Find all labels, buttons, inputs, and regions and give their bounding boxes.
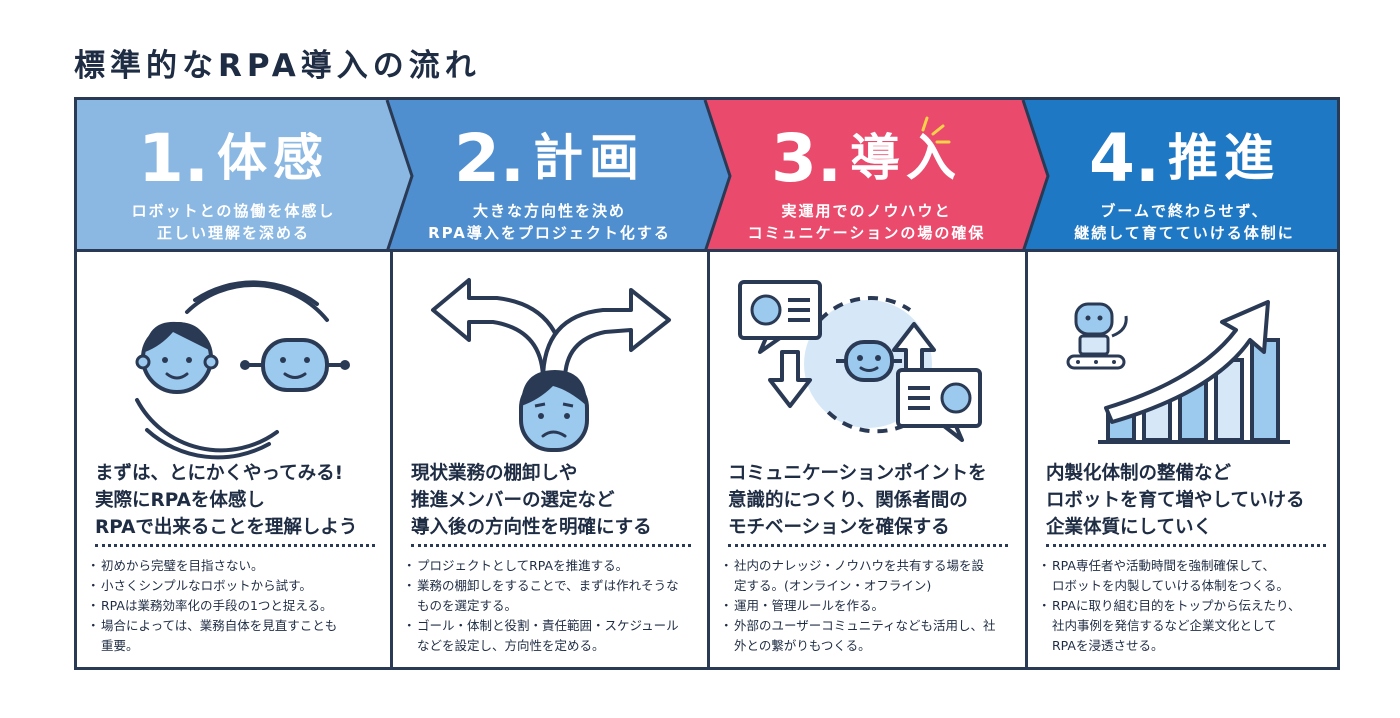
step-2-headline: 現状業務の棚卸しや 推進メンバーの選定など 導入後の方向性を明確にする: [411, 463, 652, 538]
column-divider-2: [707, 252, 710, 667]
step-1-number: 1: [137, 120, 184, 197]
step-3-illustration: [738, 280, 982, 442]
list-item: RPA専任者や活動時間を強制確保して、 ロボットを内製していける体制をつくる。: [1038, 556, 1336, 596]
step-4-illustration: [1066, 300, 1290, 444]
step-4-number: 4: [1088, 120, 1135, 197]
step-4: 4.推進 ブームで終わらせず、 継続して育てていける体制に: [1028, 100, 1341, 667]
step-3-number: 3: [770, 120, 817, 197]
page-title: 標準的なRPA導入の流れ: [74, 48, 481, 84]
growth-chart-icon: [1098, 338, 1290, 444]
step-2: 2.計画 大きな方向性を決め RPA導入をプロジェクト化する 現状業務の棚卸しや: [393, 100, 706, 667]
dotted-separator: [1046, 544, 1326, 547]
step-1-subtitle: ロボットとの協働を体感し 正しい理解を深める: [131, 202, 336, 242]
robot-face-icon: [240, 338, 350, 392]
list-item: 場合によっては、業務自体を見直すことも 重要。: [87, 616, 385, 656]
chat-bubble-icon: [896, 368, 982, 442]
step-1-heading: 1.体感: [137, 120, 329, 197]
step-2-subtitle: 大きな方向性を決め RPA導入をプロジェクト化する: [428, 202, 671, 242]
cycle-arrows-icon: [185, 283, 329, 322]
step-2-illustration: [431, 278, 671, 452]
step-1-headline: まずは、とにかくやってみる! 実際にRPAを体感し RPAで出来ることを理解しよ…: [95, 463, 358, 538]
list-item: 業務の棚卸しをすることで、まずは作れそうな ものを選定する。: [403, 576, 701, 616]
list-item: プロジェクトとしてRPAを推進する。: [403, 556, 701, 576]
step-1-bullets: 初めから完璧を目指さない。 小さくシンプルなロボットから試す。 RPAは業務効率…: [87, 556, 385, 656]
step-4-heading: 4.推進: [1088, 120, 1280, 197]
sparkle-icon: [921, 116, 951, 144]
step-2-bullets: プロジェクトとしてRPAを推進する。 業務の棚卸しをすることで、まずは作れそうな…: [403, 556, 701, 656]
list-item: 小さくシンプルなロボットから試す。: [87, 576, 385, 596]
split-arrows-icon: [431, 278, 671, 382]
robot-face-icon: [836, 340, 902, 382]
dotted-separator: [411, 544, 691, 547]
chevron-2: [703, 100, 732, 252]
step-1: 1.体感 ロボットとの協働を体感し 正しい理解を深める: [77, 100, 390, 667]
column-divider-1: [390, 252, 393, 667]
step4-banner-bg: [1023, 100, 1337, 252]
step-4-headline: 内製化体制の整備など ロボットを育て増やしていける 企業体質にしていく: [1046, 463, 1305, 538]
list-item: 運用・管理ルールを作る。: [720, 596, 1018, 616]
step-2-name: 計画: [533, 129, 645, 187]
list-item: RPAに取り組む目的をトップから伝えたり、 社内事例を発信するなど企業文化として…: [1038, 596, 1336, 656]
list-item: 初めから完璧を目指さない。: [87, 556, 385, 576]
step-3-subtitle: 実運用でのノウハウと コミュニケーションの場の確保: [747, 202, 986, 242]
list-item: ゴール・体制と役割・責任範囲・スケジュール などを設定し、方向性を定める。: [403, 616, 701, 656]
rising-arrow-icon: [1104, 300, 1270, 424]
step-2-heading: 2.計画: [453, 120, 645, 197]
step2-banner-bg: [387, 100, 730, 252]
chevron-1: [385, 100, 414, 252]
step-1-illustration: [135, 280, 350, 460]
chat-bubble-icon: [738, 280, 822, 354]
chevron-3: [1021, 100, 1050, 252]
thinking-person-icon: [519, 370, 589, 452]
step-3-bullets: 社内のナレッジ・ノウハウを共有する場を設 定する。(オンライン・オフライン) 運…: [720, 556, 1018, 656]
person-face-icon: [135, 321, 219, 394]
list-item: RPAは業務効率化の手段の1つと捉える。: [87, 596, 385, 616]
step-4-name: 推進: [1168, 129, 1280, 187]
step-3-name: 導入: [850, 129, 962, 187]
banner-divider: [77, 249, 1337, 252]
step1-banner-bg: [77, 100, 412, 252]
step-3: 3.導入 実運用でのノウハウと コミュニケーションの場の確保: [710, 100, 1023, 667]
step-4-subtitle: ブームで終わらせず、 継続して育てていける体制に: [1074, 202, 1295, 242]
column-divider-3: [1025, 252, 1028, 667]
dotted-separator: [728, 544, 1008, 547]
robot-icon: [1066, 302, 1128, 370]
dotted-separator: [95, 544, 375, 547]
step-3-heading: 3.導入: [770, 120, 962, 197]
step-1-name: 体感: [217, 129, 329, 187]
step-3-headline: コミュニケーションポイントを 意識的につくり、関係者間の モチベーションを確保す…: [728, 463, 987, 538]
step-2-number: 2: [453, 120, 500, 197]
updown-arrows-icon: [768, 322, 936, 408]
list-item: 外部のユーザーコミュニティなども活用し、社 外との繋がりもつくる。: [720, 616, 1018, 656]
step-4-bullets: RPA専任者や活動時間を強制確保して、 ロボットを内製していける体制をつくる。 …: [1038, 556, 1336, 656]
list-item: 社内のナレッジ・ノウハウを共有する場を設 定する。(オンライン・オフライン): [720, 556, 1018, 596]
step3-banner-bg: [705, 100, 1048, 252]
flow-frame: 1.体感 ロボットとの協働を体感し 正しい理解を深める: [74, 97, 1340, 670]
step-banner: [77, 100, 1337, 252]
